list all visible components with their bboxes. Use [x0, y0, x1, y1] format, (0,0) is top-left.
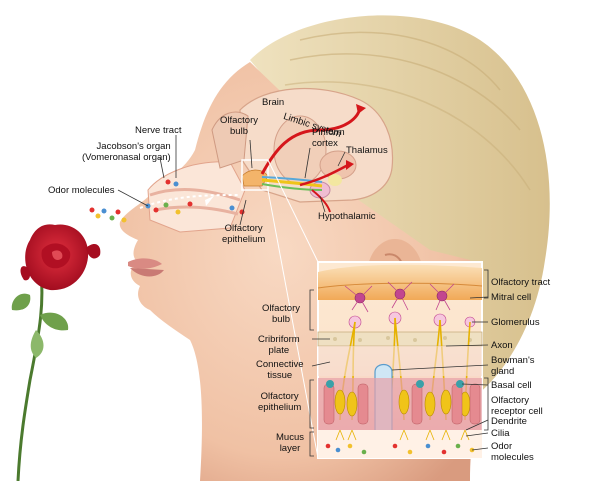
supporting-cells [323, 383, 481, 425]
nasal-cavity [147, 161, 246, 233]
label-olfactory-epithelium-inset: Olfactory epithelium [258, 391, 302, 413]
label-odor-molecules-main: Odor molecules [48, 185, 115, 196]
odor-molecules-nose [89, 179, 245, 223]
basal-cells [326, 380, 464, 388]
inset-panel [267, 159, 489, 459]
label-mitral-cell: Mitral cell [491, 292, 532, 303]
label-nerve-tract: Nerve tract [135, 125, 182, 136]
label-basal-cell: Basal cell [491, 380, 532, 391]
rose [11, 224, 101, 481]
label-glomerulus: Glomerulus [491, 317, 540, 328]
label-odor-molecules-inset: Odor molecules [491, 441, 534, 463]
label-cribriform-plate: Cribriform plate [258, 334, 300, 356]
label-axon: Axon [491, 340, 513, 351]
label-connective-tissue: Connective tissue [256, 359, 304, 381]
label-piriform-cortex: Piriform cortex [312, 127, 345, 149]
label-olfactory-tract: Olfactory tract [491, 277, 551, 288]
odor-molecules-inset [325, 443, 475, 455]
nerve-tract-red [260, 107, 362, 175]
label-thalamus: Thalamus [346, 145, 388, 156]
label-bowmans-gland: Bowman's gland [491, 355, 535, 377]
label-olfactory-receptor-cell: Olfactory receptor cell [491, 395, 543, 417]
receptor-cells [334, 389, 471, 417]
label-brain: Brain [262, 97, 285, 108]
label-mucus-layer: Mucus layer [276, 432, 304, 454]
label-dendrite: Dendrite [491, 416, 527, 427]
label-hypothalamic: Hypothalamic [318, 211, 376, 222]
label-olfactory-epithelium-main: Olfactory epithelium [222, 223, 266, 245]
label-jacobsons-organ: Jacobson's organ (Vomeronasal organ) [82, 141, 171, 163]
label-olfactory-bulb-inset: Olfactory bulb [262, 303, 301, 325]
label-cilia: Cilia [491, 428, 510, 439]
label-olfactory-bulb-main: Olfactory bulb [220, 115, 259, 137]
